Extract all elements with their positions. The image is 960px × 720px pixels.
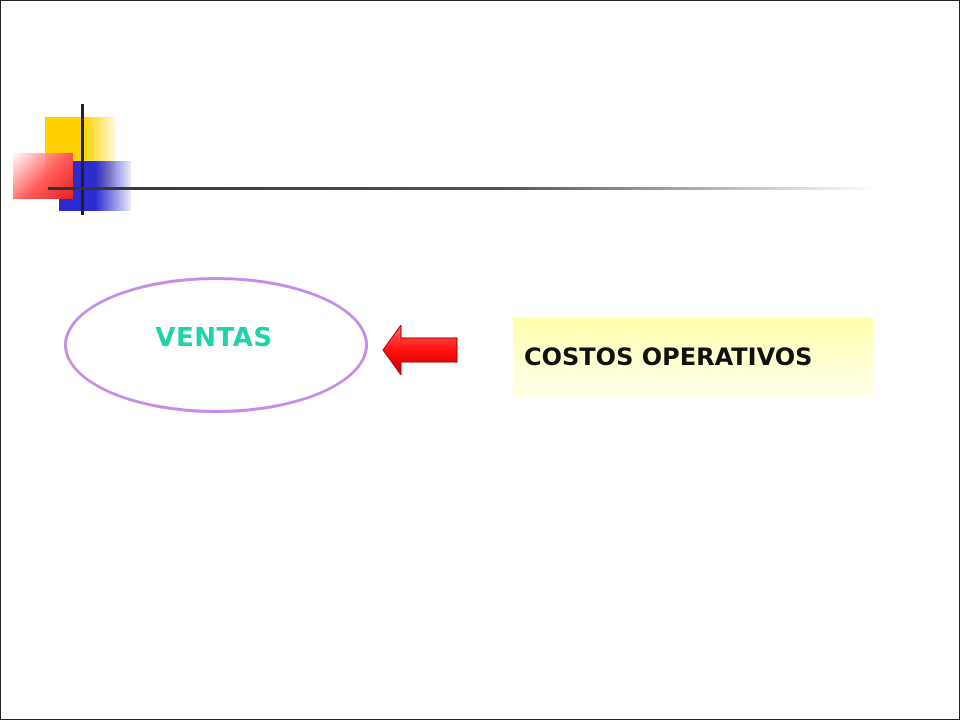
costos-operativos-box <box>513 318 873 398</box>
arrow-left-icon <box>382 325 458 375</box>
title-underline <box>48 187 878 190</box>
ventas-label: VENTAS <box>155 323 273 353</box>
decorative-vertical-line <box>81 104 84 215</box>
ventas-ellipse <box>64 277 368 413</box>
costos-operativos-label: COSTOS OPERATIVOS <box>524 343 813 371</box>
decorative-red-square <box>13 153 73 199</box>
